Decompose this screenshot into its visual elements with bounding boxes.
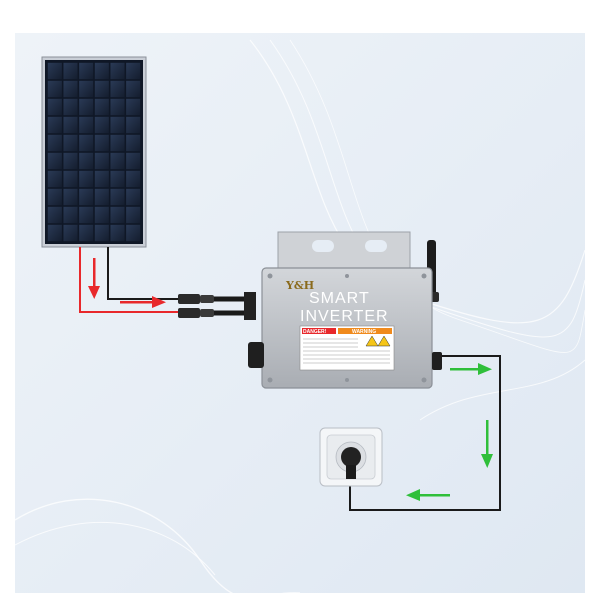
solar-cell xyxy=(63,134,78,152)
solar-cell xyxy=(79,152,94,170)
solar-cell xyxy=(126,152,141,170)
arrow-icon xyxy=(88,258,166,308)
solar-cell xyxy=(79,80,94,98)
solar-cell xyxy=(47,134,62,152)
solar-cell xyxy=(94,80,109,98)
solar-cell xyxy=(126,62,141,80)
solar-cell xyxy=(63,224,78,242)
solar-cell xyxy=(110,134,125,152)
solar-cell xyxy=(47,152,62,170)
solar-cell xyxy=(79,188,94,206)
inverter-title-line1: SMART xyxy=(309,290,370,307)
mc4-connectors xyxy=(178,292,256,320)
solar-cell xyxy=(79,116,94,134)
solar-cell xyxy=(63,80,78,98)
solar-cell xyxy=(126,80,141,98)
solar-cell xyxy=(94,224,109,242)
solar-cell xyxy=(47,62,62,80)
solar-cell xyxy=(47,224,62,242)
solar-cell xyxy=(126,188,141,206)
solar-cell xyxy=(110,170,125,188)
warning-text: WARNING xyxy=(352,329,376,335)
solar-cell xyxy=(47,98,62,116)
solar-cell xyxy=(126,98,141,116)
arrow-icon xyxy=(406,363,493,501)
solar-cell xyxy=(47,170,62,188)
inverter-icon: Y&H SMART INVERTER DANGER! WARNING xyxy=(248,231,442,389)
solar-cell xyxy=(126,134,141,152)
hazard-icons xyxy=(365,335,391,347)
solar-cell xyxy=(110,152,125,170)
solar-cell xyxy=(47,206,62,224)
ac-wiring xyxy=(349,355,501,511)
solar-cell xyxy=(63,98,78,116)
solar-cell xyxy=(126,116,141,134)
solar-cells xyxy=(47,62,141,242)
warning-label: DANGER! WARNING xyxy=(299,325,395,371)
solar-cell xyxy=(126,170,141,188)
solar-cell xyxy=(79,224,94,242)
solar-cell xyxy=(79,98,94,116)
solar-cell xyxy=(79,62,94,80)
solar-cell xyxy=(94,152,109,170)
dc-positive-wire xyxy=(79,247,180,313)
solar-cell xyxy=(63,152,78,170)
solar-cell xyxy=(110,206,125,224)
danger-text: DANGER! xyxy=(303,329,327,335)
solar-cell xyxy=(94,62,109,80)
solar-cell xyxy=(47,116,62,134)
solar-cell xyxy=(110,62,125,80)
solar-cell xyxy=(63,206,78,224)
solar-cell xyxy=(110,98,125,116)
solar-cell xyxy=(94,170,109,188)
solar-cell xyxy=(94,134,109,152)
wall-socket-icon xyxy=(319,427,383,487)
solar-panel-icon xyxy=(41,56,147,248)
solar-cell xyxy=(110,80,125,98)
solar-cell xyxy=(94,116,109,134)
solar-cell xyxy=(94,206,109,224)
solar-cell xyxy=(126,224,141,242)
solar-cell xyxy=(63,62,78,80)
solar-cell xyxy=(110,224,125,242)
inverter-brand: Y&H xyxy=(285,279,314,292)
solar-cell xyxy=(94,188,109,206)
solar-cell xyxy=(63,170,78,188)
solar-cell xyxy=(63,116,78,134)
solar-cell xyxy=(47,188,62,206)
solar-cell xyxy=(126,206,141,224)
solar-cell xyxy=(47,80,62,98)
solar-cell xyxy=(79,206,94,224)
solar-cell xyxy=(94,98,109,116)
solar-cell xyxy=(79,134,94,152)
inverter-title-line2: INVERTER xyxy=(300,308,389,325)
solar-cell xyxy=(79,170,94,188)
solar-cell xyxy=(63,188,78,206)
solar-cell xyxy=(110,188,125,206)
solar-cell xyxy=(110,116,125,134)
